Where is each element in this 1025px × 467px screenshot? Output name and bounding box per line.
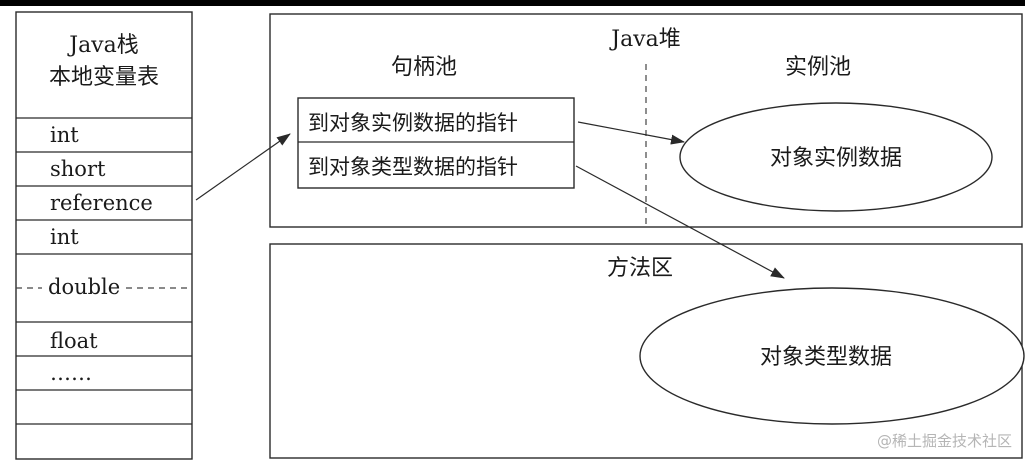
double-label-background	[42, 276, 124, 298]
instance-data-label: 对象实例数据	[770, 146, 902, 171]
type-pointer-arrow	[575, 165, 785, 279]
slot-int: int	[50, 225, 79, 249]
instance-pointer-arrow	[577, 121, 685, 145]
java-heap-title: Java堆	[609, 27, 680, 52]
handle-pool-label: 句柄池	[391, 55, 457, 80]
slot-double: double	[48, 275, 120, 299]
method-area-title: 方法区	[607, 256, 673, 281]
slot-reference: reference	[50, 191, 153, 215]
instance-pool-label: 实例池	[785, 55, 851, 80]
slot-int: int	[50, 123, 79, 147]
local-variable-table-title: 本地变量表	[49, 65, 159, 90]
java-stack-title: Java栈	[67, 33, 138, 58]
java-stack-frame	[15, 11, 193, 460]
slot-short: short	[50, 157, 106, 181]
slot-float: float	[50, 329, 98, 353]
slot-ellipsis: ……	[50, 361, 92, 385]
reference-to-handle-arrow	[195, 133, 291, 201]
watermark: @稀土掘金技术社区	[877, 432, 1012, 450]
method-area: 方法区 对象类型数据	[269, 243, 1025, 459]
type-data-label: 对象类型数据	[760, 345, 892, 370]
java-heap: Java堆 句柄池 实例池 到对象实例数据的指针 到对象类型数据的指针 对象实例…	[269, 13, 1023, 228]
handle-type-pointer: 到对象类型数据的指针	[308, 155, 518, 179]
instance-data-ellipse	[679, 102, 993, 212]
handle-box	[297, 97, 575, 189]
handle-instance-pointer: 到对象实例数据的指针	[308, 111, 518, 135]
type-data-ellipse	[639, 287, 1025, 425]
top-border	[0, 0, 1025, 6]
java-stack: Java栈 本地变量表 int short reference int doub…	[15, 11, 193, 460]
